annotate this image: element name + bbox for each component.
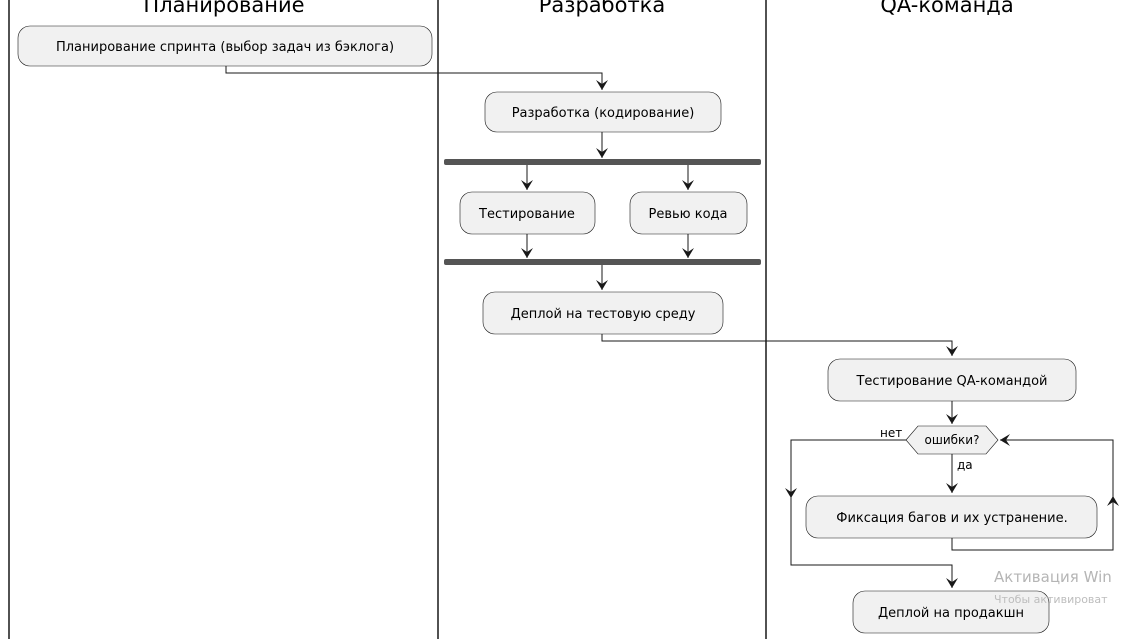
watermark-line2: Чтобы активироват: [994, 593, 1108, 606]
svg-text:Деплой на продакшн: Деплой на продакшн: [878, 606, 1024, 621]
lane-title-planning: Планирование: [143, 0, 304, 17]
lane-title-development: Разработка: [539, 0, 665, 17]
svg-text:Фиксация багов и их устранение: Фиксация багов и их устранение.: [836, 511, 1067, 526]
flow-planning-to-development: [225, 66, 608, 90]
branch-label-yes: да: [957, 458, 973, 472]
svg-text:ошибки?: ошибки?: [925, 433, 980, 447]
svg-text:Ревью кода: Ревью кода: [649, 207, 728, 222]
activity-bug-fix: Фиксация багов и их устранение.: [805, 495, 1098, 539]
svg-text:Тестирование: Тестирование: [478, 207, 575, 222]
lane-title-qa: QA-команда: [880, 0, 1013, 17]
activity-testing: Тестирование: [459, 191, 596, 235]
svg-text:Разработка (кодирование): Разработка (кодирование): [512, 106, 695, 121]
svg-text:Тестирование QA-командой: Тестирование QA-командой: [855, 374, 1047, 389]
activity-deploy-prod: Деплой на продакшн: [852, 590, 1050, 634]
flow-deploy-test-to-qa: [601, 334, 958, 356]
join-bar: [444, 259, 761, 265]
fork-bar: [444, 159, 761, 165]
activity-deploy-test: Деплой на тестовую среду: [482, 291, 724, 335]
activity-development: Разработка (кодирование): [484, 91, 722, 133]
svg-text:Планирование спринта (выбор за: Планирование спринта (выбор задач из бэк…: [56, 40, 394, 55]
watermark-line1: Активация Win: [994, 568, 1112, 586]
branch-label-no: нет: [880, 426, 902, 440]
flow-fix-loop-back: [951, 434, 1114, 551]
activity-sprint-planning: Планирование спринта (выбор задач из бэк…: [17, 25, 433, 67]
activity-code-review: Ревью кода: [629, 191, 748, 235]
flow-decision-no-to-prod: [790, 439, 958, 588]
activity-qa-testing: Тестирование QA-командой: [827, 358, 1077, 402]
decision-errors: ошибки?: [905, 425, 999, 455]
svg-text:Деплой на тестовую среду: Деплой на тестовую среду: [511, 307, 696, 322]
